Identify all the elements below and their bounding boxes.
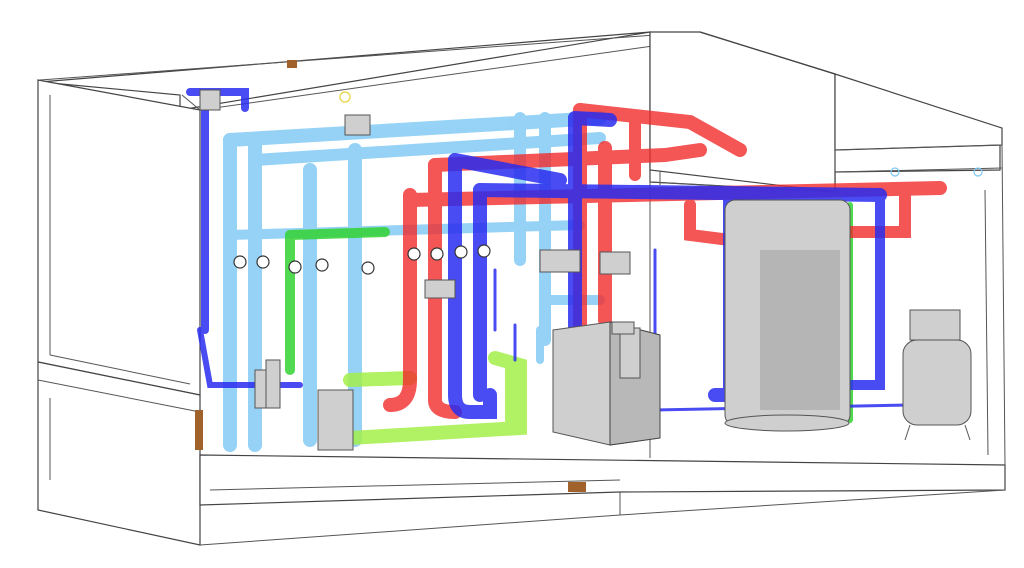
gauge-icon (256, 255, 270, 269)
filter-housing (254, 359, 281, 409)
valve-actuator (199, 89, 221, 111)
pressure-gauges (233, 244, 491, 275)
ceiling-marker (339, 91, 351, 103)
plate-exchanger (317, 389, 354, 451)
gauge-icon (477, 244, 491, 258)
boiler-unit (552, 321, 661, 446)
equipment (199, 89, 972, 451)
valve-actuator (344, 114, 371, 136)
beam-box (649, 31, 836, 193)
gauge-icon (407, 247, 421, 261)
wall-penetration (195, 410, 203, 450)
pump (599, 251, 631, 275)
wall-penetration (287, 60, 297, 68)
gauge-icon (430, 247, 444, 261)
left-wall (37, 79, 201, 396)
left-wall-lower (37, 361, 201, 546)
pump (539, 249, 581, 273)
gauge-icon (361, 261, 375, 275)
expansion-tank (902, 309, 972, 441)
gauge-icon (315, 258, 329, 272)
light-green-piping (343, 351, 527, 445)
gauge-icon (233, 255, 247, 269)
gauge-icon (454, 245, 468, 259)
floor-penetration (568, 482, 586, 492)
room-structure (37, 31, 1006, 546)
gauge-icon (288, 260, 302, 274)
pump (424, 279, 456, 299)
vertical-storage-tank (724, 199, 851, 432)
